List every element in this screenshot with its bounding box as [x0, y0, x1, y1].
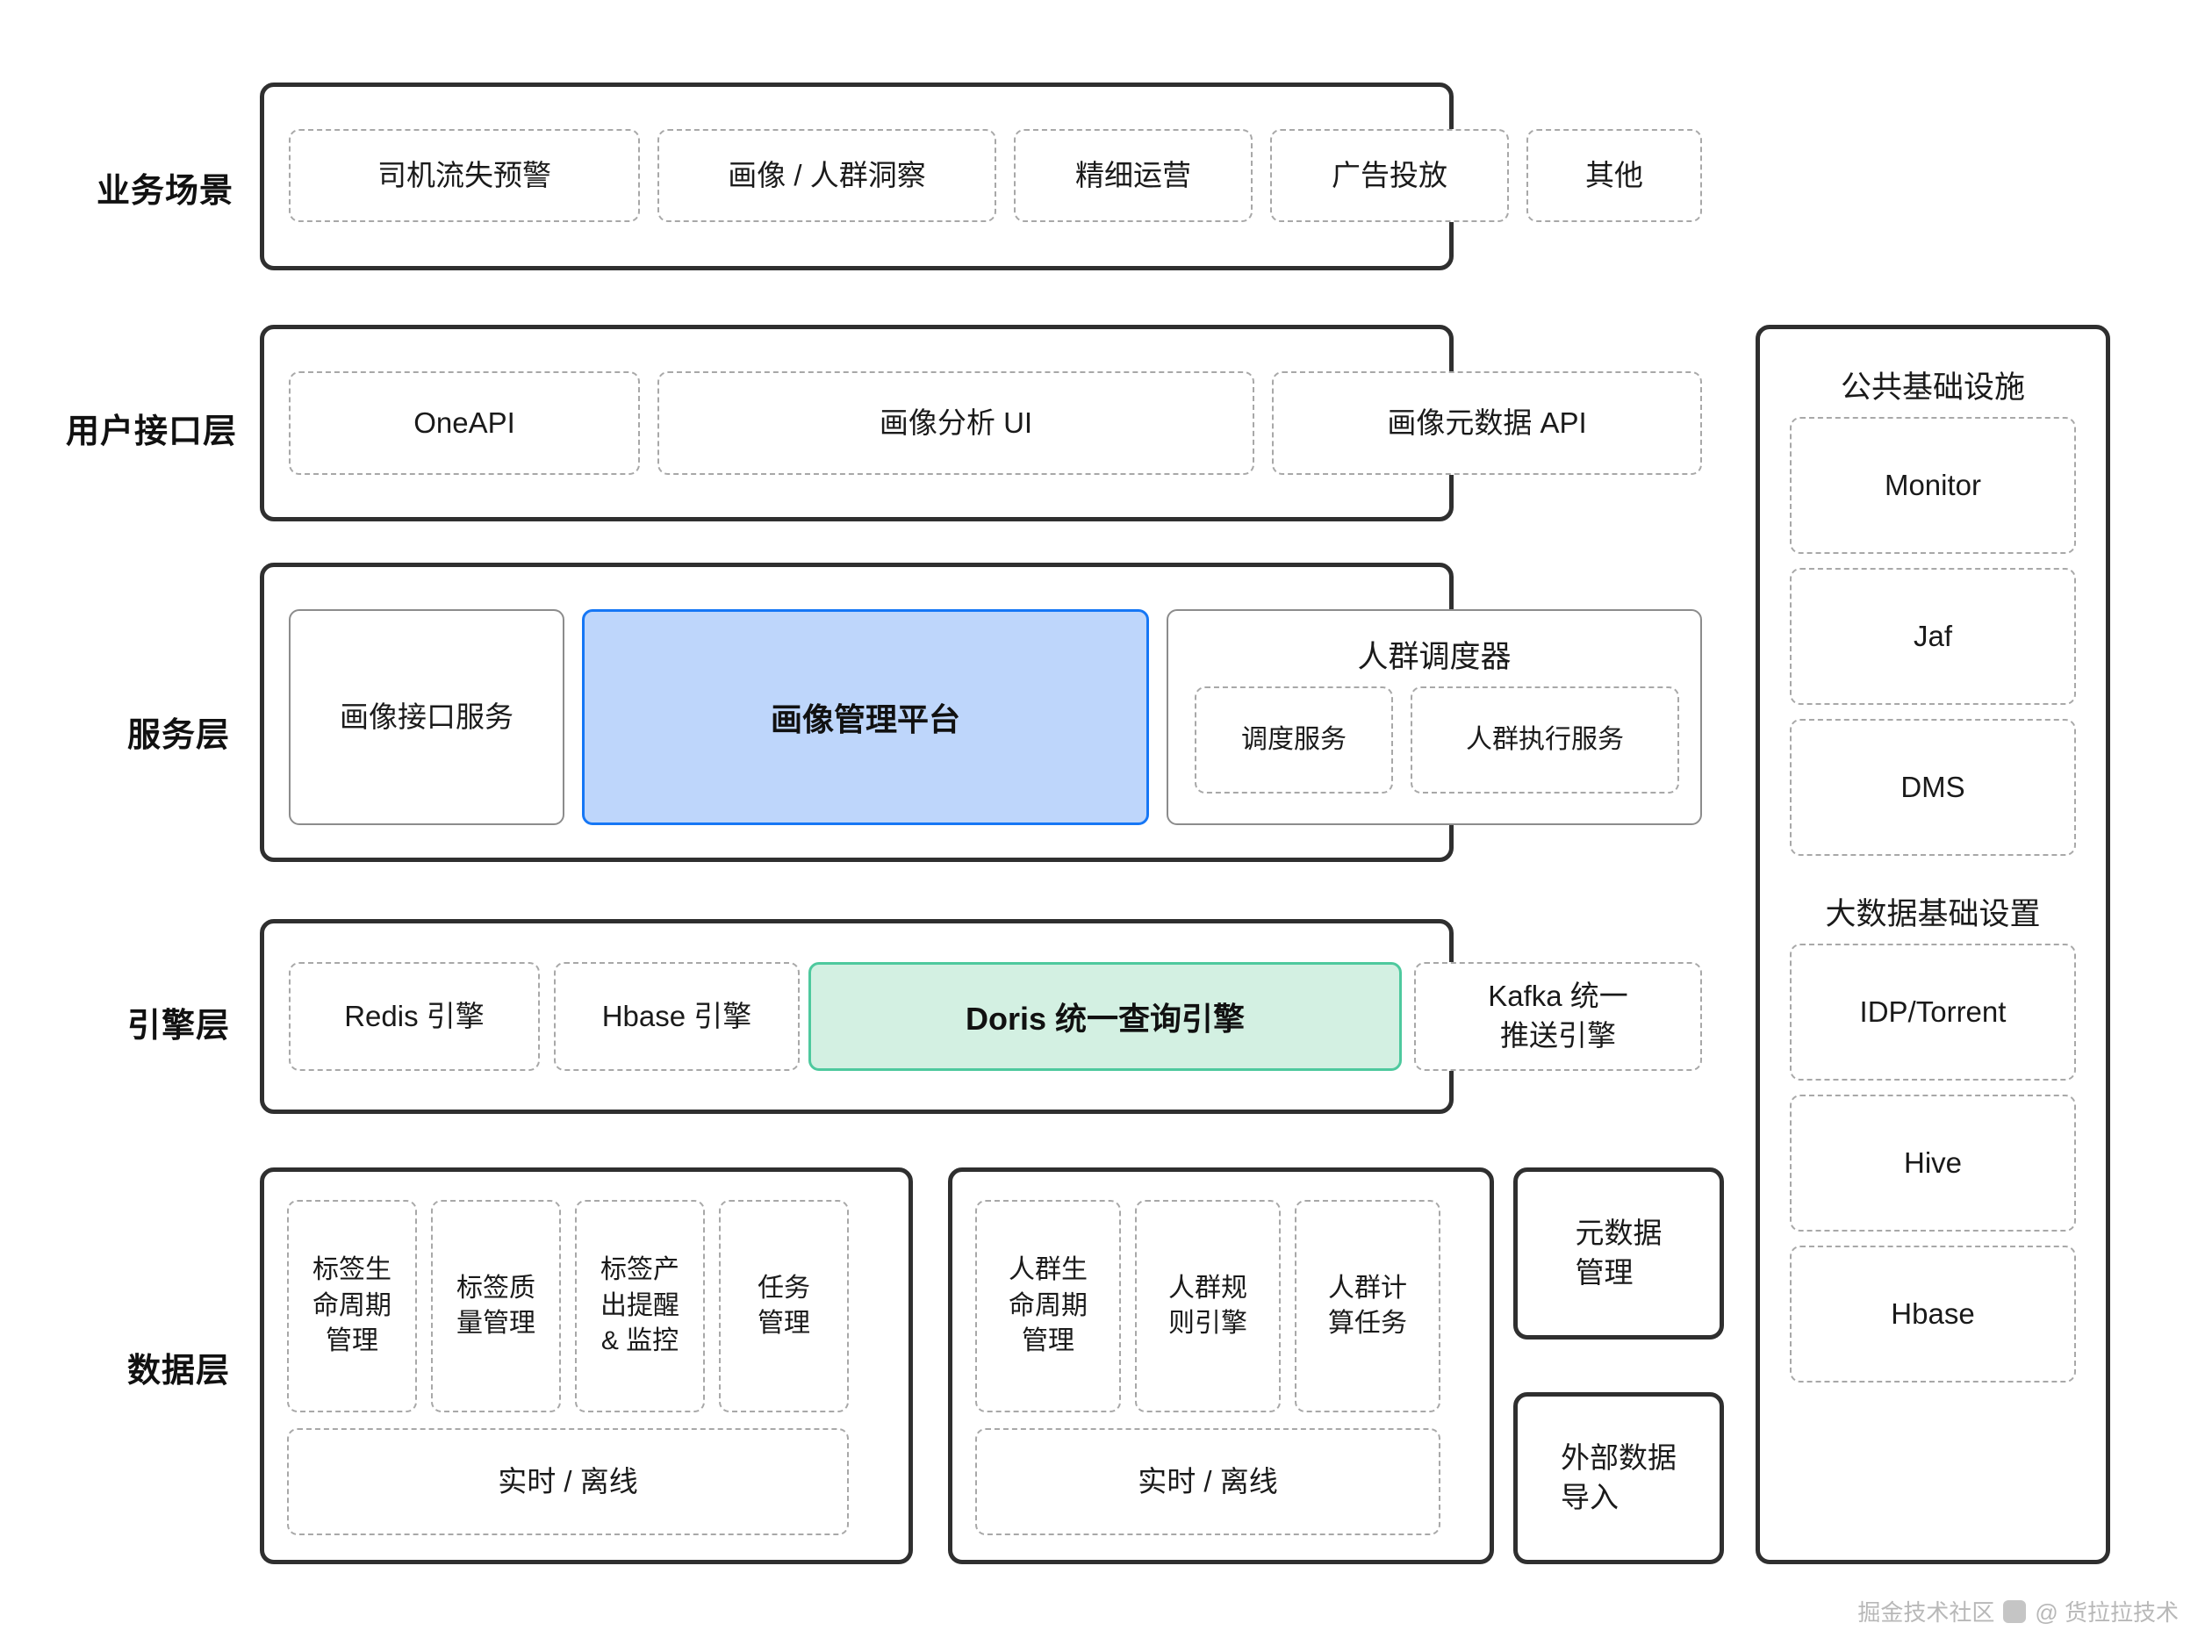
- row-label-user-interface: 用户接口层: [66, 413, 238, 450]
- ui-label: 画像元数据 API: [1387, 406, 1587, 439]
- infra-label: Hbase: [1891, 1296, 1975, 1330]
- data-metadata-management[interactable]: 元数据 管理: [1513, 1167, 1724, 1340]
- service-label: 调度服务: [1241, 724, 1347, 754]
- infra-label: Monitor: [1884, 468, 1982, 501]
- ui-label: OneAPI: [413, 406, 515, 439]
- engine-redis[interactable]: Redis 引擎: [289, 962, 540, 1071]
- infra-monitor[interactable]: Monitor: [1790, 417, 2076, 554]
- data-label-lifecycle-management[interactable]: 标签生 命周期 管理: [287, 1200, 417, 1412]
- infra-hive[interactable]: Hive: [1790, 1095, 2076, 1232]
- scenario-driver-churn-alert[interactable]: 司机流失预警: [289, 129, 640, 222]
- service-label: 画像管理平台: [770, 701, 960, 737]
- data-label: 标签质 量管理: [456, 1273, 535, 1339]
- ui-profile-analysis[interactable]: 画像分析 UI: [657, 371, 1254, 475]
- data-label: 标签产 出提醒 & 监控: [600, 1255, 679, 1356]
- data-label-group: 标签生 命周期 管理 标签质 量管理 标签产 出提醒 & 监控 任务 管理 实时…: [260, 1167, 913, 1564]
- row-label-business-scenario: 业务场景: [97, 173, 234, 210]
- data-external-data-import[interactable]: 外部数据 导入: [1513, 1392, 1724, 1564]
- service-profile-management-platform[interactable]: 画像管理平台: [582, 609, 1149, 825]
- ui-profile-metadata-api[interactable]: 画像元数据 API: [1272, 371, 1702, 475]
- service-profile-api[interactable]: 画像接口服务: [289, 609, 564, 825]
- data-crowd-rule-engine[interactable]: 人群规 则引擎: [1135, 1200, 1281, 1412]
- data-label: 人群规 则引擎: [1168, 1273, 1247, 1339]
- data-label-quality-management[interactable]: 标签质 量管理: [431, 1200, 561, 1412]
- scenario-other[interactable]: 其他: [1526, 129, 1702, 222]
- service-scheduling-service[interactable]: 调度服务: [1195, 686, 1393, 794]
- service-crowd-scheduler[interactable]: 人群调度器 调度服务 人群执行服务: [1167, 609, 1702, 825]
- infra-jaf[interactable]: Jaf: [1790, 568, 2076, 705]
- watermark: 掘金技术社区 @ 货拉拉技术: [1857, 1595, 2179, 1627]
- scenario-profile-crowd-insight[interactable]: 画像 / 人群洞察: [657, 129, 996, 222]
- scenario-refined-operation[interactable]: 精细运营: [1014, 129, 1253, 222]
- infra-label: Hive: [1903, 1146, 1963, 1179]
- data-label: 实时 / 离线: [1138, 1464, 1278, 1498]
- data-crowd-compute-task[interactable]: 人群计 算任务: [1295, 1200, 1440, 1412]
- row-business-scenario: 司机流失预警 画像 / 人群洞察 精细运营 广告投放 其他: [260, 83, 1702, 270]
- watermark-text: 掘金技术社区: [1857, 1599, 1995, 1626]
- infrastructure-sidebar: 公共基础设施 Monitor Jaf DMS 大数据基础设置 IDP/Torre…: [1756, 325, 2110, 1564]
- scenario-label: 画像 / 人群洞察: [728, 158, 926, 191]
- data-label-realtime-offline[interactable]: 实时 / 离线: [287, 1428, 849, 1535]
- scenario-label: 精细运营: [1075, 158, 1191, 191]
- ui-oneapi[interactable]: OneAPI: [289, 371, 640, 475]
- data-crowd-group: 人群生 命周期 管理 人群规 则引擎 人群计 算任务 实时 / 离线: [948, 1167, 1494, 1564]
- infra-label: IDP/Torrent: [1859, 995, 2007, 1028]
- service-label: 画像接口服务: [340, 700, 514, 733]
- engine-label: Hbase 引擎: [601, 999, 752, 1032]
- crowd-scheduler-title: 人群调度器: [1357, 640, 1512, 674]
- engine-hbase[interactable]: Hbase 引擎: [554, 962, 800, 1071]
- data-label: 元数据 管理: [1575, 1217, 1663, 1289]
- scenario-label: 司机流失预警: [377, 158, 551, 191]
- infra-dms[interactable]: DMS: [1790, 719, 2076, 856]
- engine-kafka-unified-push[interactable]: Kafka 统一 推送引擎: [1414, 962, 1702, 1071]
- service-label: 人群执行服务: [1466, 724, 1624, 754]
- infra-label: Jaf: [1913, 619, 1953, 652]
- engine-doris-unified-query[interactable]: Doris 统一查询引擎: [808, 962, 1402, 1071]
- row-service-layer: 画像接口服务 画像管理平台 人群调度器 调度服务 人群执行服务: [260, 563, 1702, 862]
- data-task-management[interactable]: 任务 管理: [719, 1200, 849, 1412]
- watermark-account: @ 货拉拉技术: [2035, 1599, 2179, 1626]
- watermark-logo-icon: [2003, 1599, 2027, 1623]
- sidebar-section-title-public-infra: 公共基础设施: [1840, 370, 2025, 405]
- row-label-service: 服务层: [127, 717, 231, 754]
- data-label: 人群计 算任务: [1328, 1273, 1407, 1339]
- infra-label: DMS: [1900, 770, 1965, 803]
- data-label: 外部数据 导入: [1561, 1441, 1677, 1513]
- engine-label: Doris 统一查询引擎: [965, 1001, 1246, 1037]
- scenario-label: 其他: [1585, 158, 1643, 191]
- data-label-output-alert-monitor[interactable]: 标签产 出提醒 & 监控: [575, 1200, 705, 1412]
- row-label-engine: 引擎层: [127, 1008, 231, 1045]
- scenario-label: 广告投放: [1332, 158, 1447, 191]
- infra-hbase[interactable]: Hbase: [1790, 1246, 2076, 1383]
- data-label: 实时 / 离线: [498, 1464, 638, 1498]
- infra-idp-torrent[interactable]: IDP/Torrent: [1790, 944, 2076, 1081]
- ui-label: 画像分析 UI: [879, 406, 1033, 439]
- data-label: 人群生 命周期 管理: [1009, 1255, 1088, 1356]
- service-crowd-execution-service[interactable]: 人群执行服务: [1411, 686, 1679, 794]
- row-label-data: 数据层: [127, 1353, 231, 1390]
- data-crowd-realtime-offline[interactable]: 实时 / 离线: [975, 1428, 1440, 1535]
- data-label: 任务 管理: [758, 1273, 810, 1339]
- engine-label: Redis 引擎: [344, 999, 485, 1032]
- engine-label: Kafka 统一 推送引擎: [1488, 980, 1628, 1052]
- data-crowd-lifecycle-management[interactable]: 人群生 命周期 管理: [975, 1200, 1121, 1412]
- row-engine-layer: Redis 引擎 Hbase 引擎 Doris 统一查询引擎 Kafka 统一 …: [260, 919, 1702, 1114]
- scenario-ad-delivery[interactable]: 广告投放: [1270, 129, 1509, 222]
- data-label: 标签生 命周期 管理: [312, 1255, 391, 1356]
- sidebar-section-title-bigdata-infra: 大数据基础设置: [1825, 897, 2041, 931]
- row-user-interface-layer: OneAPI 画像分析 UI 画像元数据 API: [260, 325, 1702, 521]
